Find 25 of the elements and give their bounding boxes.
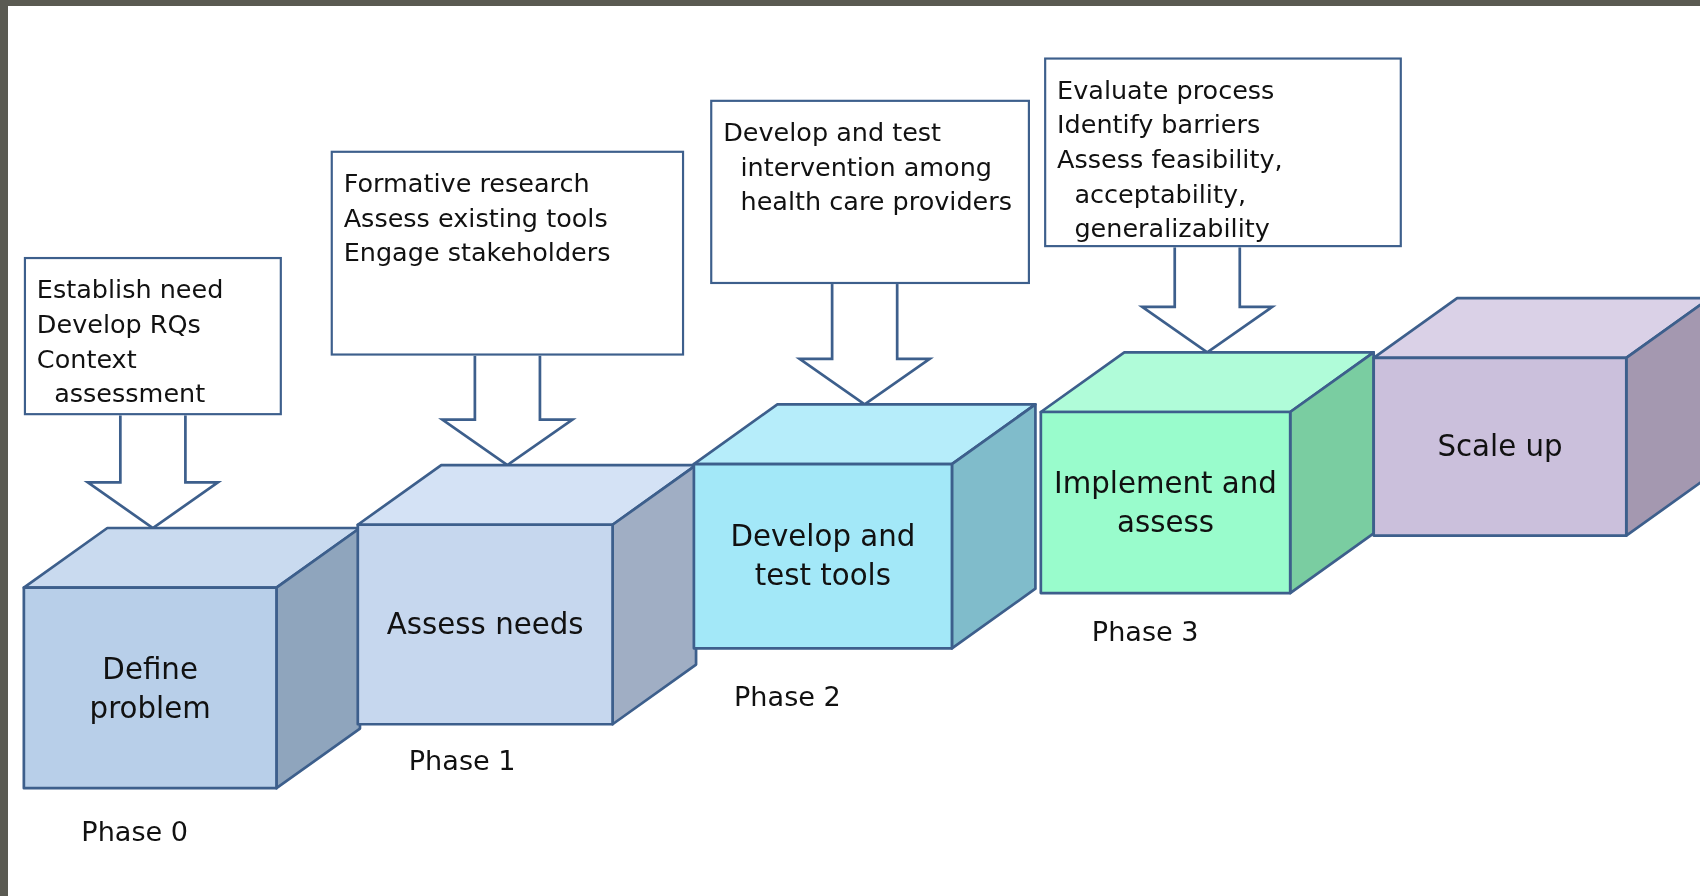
phase-label: Phase 1 [408, 744, 516, 777]
callout-box [330, 150, 685, 356]
callout-text: Identify barriers [1057, 108, 1262, 142]
phase-label: Phase 0 [81, 816, 189, 848]
callout-box [710, 99, 1030, 285]
phase-label: Phase 2 [734, 680, 841, 713]
block-arrow [83, 413, 223, 530]
callout-text: Develop RQs [36, 308, 202, 342]
callout-text: Assess feasibility, acceptability, generalizability [1057, 143, 1284, 246]
cube-label: Implement and assess [1053, 464, 1278, 541]
block-arrow [438, 354, 577, 467]
cube-label: Define problem [88, 650, 212, 726]
callout-box [23, 256, 282, 416]
callout-box [1044, 57, 1402, 248]
callout-text: Establish need [36, 273, 225, 307]
phase-label: Phase 3 [1091, 615, 1199, 648]
callout-text: Develop and test intervention among health care providers [723, 116, 1013, 219]
callout-text: Assess existing tools [343, 201, 609, 236]
callout-text: Formative research [343, 167, 591, 201]
cube-label: Assess needs [386, 606, 584, 643]
callout-text: Engage stakeholders [343, 236, 612, 270]
cube-label: Develop and test tools [729, 518, 917, 594]
callout-text: Context assessment [36, 342, 207, 411]
callout-text: Evaluate process [1057, 73, 1276, 108]
cube-label: Scale up [1437, 428, 1563, 465]
